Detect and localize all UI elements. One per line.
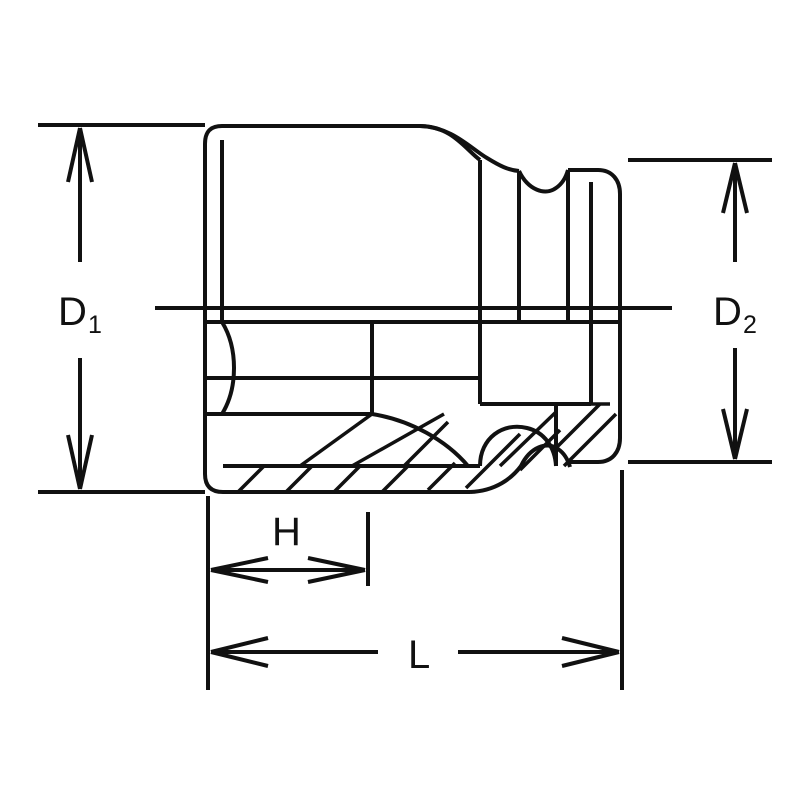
dimension-D2-subscript: 2 [743, 311, 757, 339]
dimension-D2 [628, 158, 772, 464]
dimension-labels: D 1 D 2 H L [58, 290, 757, 677]
section-hatching [236, 402, 618, 494]
dimension-D1-label: D [58, 290, 87, 334]
socket-internal-edges-upper [220, 140, 521, 322]
dimension-H [206, 496, 370, 690]
dimension-H-label: H [272, 510, 301, 554]
dimension-D1 [38, 123, 205, 494]
dimension-L [210, 470, 624, 690]
dimension-L-label: L [408, 633, 430, 677]
dimension-D2-label: D [713, 290, 742, 334]
dimension-D1-subscript: 1 [88, 311, 102, 339]
drive-end-cap [566, 168, 622, 464]
socket-section-lower [205, 320, 620, 468]
